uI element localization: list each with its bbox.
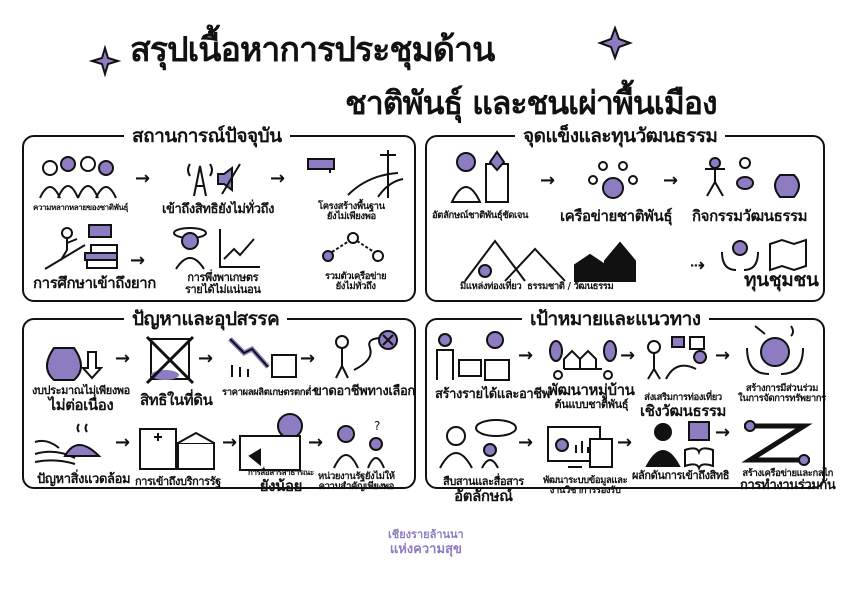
panel-title: ปัญหาและอุปสรรค xyxy=(124,304,288,334)
dance-music-money-icon xyxy=(705,157,800,198)
monitor-data-icon xyxy=(547,426,613,468)
label-ethnic-diversity: ความหลากหลายของชาติพันธุ์ xyxy=(33,203,128,212)
signal-tower-mute-icon xyxy=(187,163,241,197)
arrow-right-icon: → xyxy=(617,432,633,453)
label-data-systems: พัฒนาระบบข้อมูลและงานวิชาการรองรับ xyxy=(543,475,628,497)
people-group-icon xyxy=(39,156,117,199)
sparkle-star-icon xyxy=(88,44,122,78)
logo-line1: เชียงรายล้านนา xyxy=(388,528,464,541)
label-income-careers: สร้างรายได้และอาชีพ xyxy=(435,387,550,402)
panel-strengths: จุดแข็งและทุนวัฒนธรรม xyxy=(425,121,825,302)
label-gov-services: การเข้าถึงบริการรัฐ xyxy=(135,475,221,488)
label-budget: งบประมาณไม่เพียงพอไม่ต่อเนื่อง xyxy=(32,384,130,415)
arrow-right-icon: → xyxy=(518,345,534,366)
arrow-right-icon: → xyxy=(115,432,131,453)
label-clear-identity: อัตลักษณ์ชาติพันธุ์ชัดเจน xyxy=(432,210,529,221)
panel-title: เป้าหมายและแนวทาง xyxy=(522,304,709,334)
label-public-communication: การสื่อสารสาธารณะยังน้อย xyxy=(248,468,314,495)
mountain-temple-icon xyxy=(464,239,636,282)
arrow-right-icon: → xyxy=(620,345,636,366)
label-education-access: การศึกษาเข้าถึงยาก xyxy=(33,274,156,292)
arrow-right-icon: → xyxy=(222,432,238,453)
panel-title: จุดแข็งและทุนวัฒนธรรม xyxy=(515,121,726,151)
panel-title: สถานการณ์ปัจจุบัน xyxy=(124,121,290,151)
ethnic-woman-textile-icon xyxy=(450,150,509,203)
label-cultural-activities: กิจกรรมวัฒนธรรม xyxy=(692,207,808,225)
arrow-right-icon: → xyxy=(540,170,556,191)
market-money-icon xyxy=(436,331,510,381)
hospital-school-icon xyxy=(139,428,215,470)
label-tourist-attractions: มีแหล่งท่องเที่ยว ธรรมชาติ / วัฒนธรรม xyxy=(460,281,614,292)
photographer-route-icon xyxy=(647,336,708,380)
label-model-village: พัฒนาหมู่บ้านต้นแบบชาติพันธุ์ xyxy=(548,381,635,411)
arrow-right-icon: → xyxy=(130,250,146,271)
svg-text:?: ? xyxy=(374,419,380,433)
arrow-right-icon: → xyxy=(715,345,731,366)
panel-current-situation: สถานการณ์ปัจจุบัน xyxy=(22,121,416,302)
label-cultural-tourism: ส่งเสริมการท่องเที่ยวเชิงวัฒนธรรม xyxy=(640,392,727,421)
label-rights-access: เข้าถึงสิทธิยังไม่ทั่วถึง xyxy=(162,202,275,217)
faucet-road-pole-icon xyxy=(307,150,404,198)
money-bag-down-icon xyxy=(46,347,104,381)
farmer-chart-icon xyxy=(173,227,260,270)
sparkle-star-icon xyxy=(597,25,633,61)
arrow-right-icon: → xyxy=(663,170,679,191)
panel-problems: ปัญหาและอุปสรรค xyxy=(22,304,416,489)
logo-chiang-rai: เชียงรายล้านนา แห่งความสุข xyxy=(388,528,464,558)
label-collaboration-network: สร้างเครือข่ายและกลไกการทำงานร่วมกัน xyxy=(740,468,836,494)
arrow-right-icon: ⇢ xyxy=(690,255,706,276)
climb-books-icon xyxy=(44,224,118,270)
arrow-right-icon: → xyxy=(198,348,214,369)
arrow-right-icon: → xyxy=(135,168,151,189)
pollution-icon xyxy=(34,423,102,465)
label-network-gathering: รวมตัวเครือข่ายยังไม่ทั่วถึง xyxy=(325,271,387,293)
officer-child-question-icon: ? xyxy=(333,419,385,469)
hands-earth-icon xyxy=(746,325,804,375)
label-community-capital: ทุนชุมชน xyxy=(744,269,819,291)
label-land-rights: สิทธิในที่ดิน xyxy=(140,391,213,409)
label-rights-advocacy: ผลักดันการเข้าถึงสิทธิ xyxy=(632,469,730,482)
label-identity-heritage: สืบสานและสื่อสารอัตลักษณ์ xyxy=(443,475,524,506)
elder-child-speech-icon xyxy=(439,419,517,469)
label-infrastructure: โครงสร้างพื้นฐานยังไม่เพียงพอ xyxy=(318,201,385,223)
price-drop-shop-icon xyxy=(228,337,297,378)
label-environmental-problems: ปัญหาสิ่งแวดล้อม xyxy=(37,472,131,487)
arrow-right-icon: → xyxy=(115,348,131,369)
page-title-line2: ชาติพันธุ์ และชนเผ่าพื้นเมือง xyxy=(345,84,718,122)
label-gov-agencies-priority: หน่วยงานรัฐยังไม่ให้ความสำคัญเพียงพอ xyxy=(318,471,395,493)
page-title-line1: สรุปเนื้อหาการประชุมด้าน xyxy=(130,30,495,70)
label-resource-participation: สร้างการมีส่วนร่วมในการจัดการทรัพยากร xyxy=(738,383,826,405)
label-low-crop-prices: ราคาผลผลิตเกษตรตกต่ำ xyxy=(222,387,317,398)
arrow-right-icon: → xyxy=(270,168,286,189)
arrow-right-icon: → xyxy=(300,348,316,369)
arrow-right-icon: → xyxy=(715,422,731,443)
hands-lightbulb-map-icon xyxy=(721,238,807,272)
label-agri-dependence: การพึ่งพาเกษตรรายได้ไม่แน่นอน xyxy=(185,271,261,297)
arrow-right-icon: → xyxy=(518,432,534,453)
land-deed-crossed-icon xyxy=(145,335,195,385)
arrow-right-icon: → xyxy=(308,432,324,453)
panel-goals: เป้าหมายและแนวทาง xyxy=(425,304,825,489)
label-lack-alt-careers: ขาดอาชีพทางเลือก xyxy=(313,384,415,399)
village-icon xyxy=(549,340,617,380)
lawyer-law-book-icon xyxy=(645,421,714,472)
network-circle-icon xyxy=(588,161,638,199)
person-path-x-icon xyxy=(335,330,398,379)
linked-hands-icon xyxy=(741,420,813,466)
logo-line2: แห่งความสุข xyxy=(389,541,462,557)
network-people-icon xyxy=(322,232,384,262)
megaphone-icon xyxy=(239,413,303,471)
label-ethnic-network: เครือข่ายชาติพันธุ์ xyxy=(560,207,673,225)
